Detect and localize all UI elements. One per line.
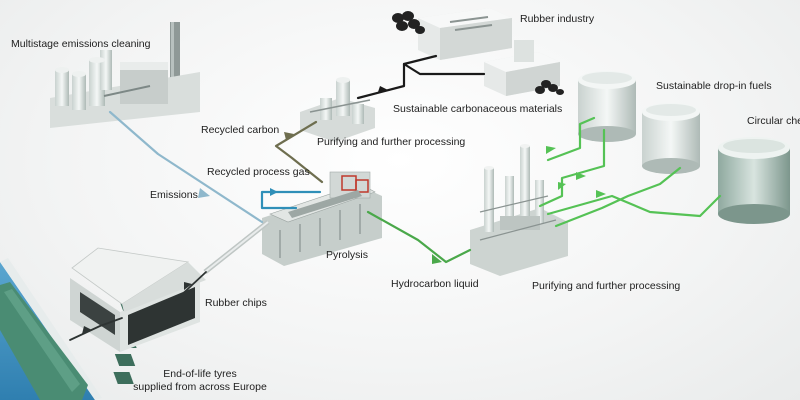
rubber-chip-conveyor [203, 220, 270, 274]
fuel-arrow-4-icon [558, 182, 566, 190]
chips-arrow-icon [184, 282, 192, 290]
label-end-of-life-tyres-line2: supplied from across Europe [133, 381, 267, 393]
pyrolysis-plant [262, 171, 382, 266]
carbon-arrow-icon [284, 132, 294, 140]
fuel-arrow-2-icon [546, 146, 556, 154]
fuel-arrow-3-icon [596, 190, 606, 198]
label-recycled-process-gas: Recycled process gas [207, 166, 310, 178]
process-gas-arrow-icon [270, 188, 278, 196]
tank-1 [578, 71, 636, 142]
fuel-storage-tanks [578, 71, 790, 224]
fuel-flow-line-4 [554, 166, 682, 228]
label-end-of-life-tyres-line1: End-of-life tyres [163, 368, 237, 380]
label-purifying-top: Purifying and further processing [317, 136, 466, 148]
liquid-arrow-icon [432, 254, 442, 264]
fuel-flow-line-3 [546, 194, 722, 218]
fuel-arrow-1-icon [576, 172, 586, 180]
tyre-storage-shed [70, 247, 206, 352]
carbon-flow-line [274, 120, 324, 184]
rubber-industry-buildings [392, 8, 564, 96]
materials-branch-line [402, 62, 486, 76]
label-emissions: Emissions [150, 189, 198, 201]
tank-3 [718, 137, 790, 224]
fuel-flow-line-1 [538, 128, 606, 208]
materials-arrow-icon [378, 86, 388, 92]
emissions-cleaning-plant [50, 22, 200, 128]
materials-flow-line [356, 54, 438, 100]
label-recycled-carbon: Recycled carbon [201, 124, 280, 136]
flow-arrows [82, 86, 606, 334]
carbon-purifying-unit [300, 77, 375, 142]
chips-flow-line [175, 271, 207, 301]
liquid-purifying-refinery [470, 144, 568, 276]
label-multistage-emissions-cleaning: Multistage emissions cleaning [11, 38, 151, 50]
label-sustainable-dropin-fuels: Sustainable drop-in fuels [656, 80, 772, 92]
label-rubber-industry: Rubber industry [520, 13, 595, 25]
emissions-arrow-icon [198, 188, 210, 198]
label-purifying-bottom: Purifying and further processing [532, 280, 681, 292]
label-circular-chemicals: Circular che [747, 115, 800, 127]
process-gas-flow-line [260, 190, 322, 210]
liquid-flow-line [366, 210, 472, 264]
label-rubber-chips: Rubber chips [205, 297, 267, 309]
emissions-flow-line [108, 110, 264, 224]
fuel-flow-line-2 [546, 116, 596, 162]
tank-2 [642, 103, 700, 174]
label-pyrolysis: Pyrolysis [326, 249, 369, 261]
label-sustainable-carbonaceous-materials: Sustainable carbonaceous materials [393, 103, 563, 115]
tyre-supply-arrow-icon [82, 326, 92, 334]
label-hydrocarbon-liquid: Hydrocarbon liquid [391, 278, 479, 290]
tyre-supply-line [69, 317, 123, 341]
